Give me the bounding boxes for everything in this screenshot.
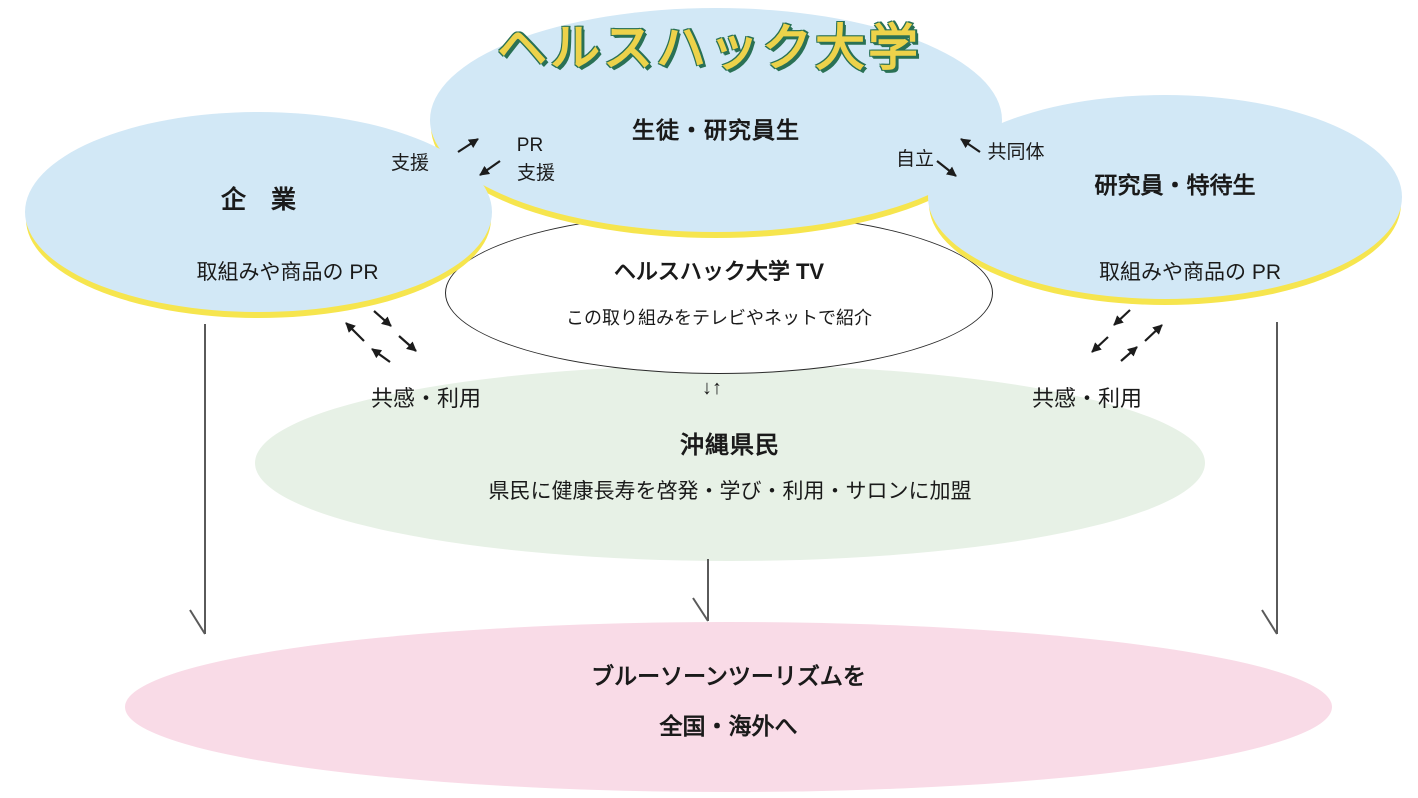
node-researchers: 研究員・特待生 取組みや商品の PR [928, 95, 1402, 299]
arrow-left-cluster-2-icon [345, 322, 365, 342]
label-kyokan-left: 共感・利用 [370, 386, 481, 411]
node-bluezone-line1: ブルーソーンツーリズムを [591, 663, 866, 689]
node-companies-label: 企 業 [220, 186, 296, 214]
arrow-left-cluster-1-icon [373, 310, 392, 327]
node-tv-label: ヘルスハック大学 TV [613, 259, 825, 284]
node-bluezone: ブルーソーンツーリズムを 全国・海外へ [125, 622, 1332, 792]
updown-arrows-icon: ↓↑ [702, 377, 722, 399]
page-title: ヘルスハック大学 [497, 20, 921, 76]
arrow-companies-to-bluezone-icon [189, 324, 206, 635]
label-jiritsu: 自立 [895, 149, 934, 170]
label-shien-outer: 支援 [390, 153, 429, 174]
node-okinawa-sub: 県民に健康長寿を啓発・学び・利用・サロンに加盟 [488, 480, 972, 503]
node-students-label: 生徒・研究員生 [632, 117, 800, 143]
node-students: 生徒・研究員生 [430, 8, 1002, 232]
label-shien-inner: 支援 [516, 163, 555, 184]
arrow-okinawa-to-bluezone-icon [692, 559, 709, 622]
node-tv-sub: この取り組みをテレビやネットで紹介 [566, 308, 872, 328]
arrow-left-cluster-4-icon [371, 348, 391, 363]
arrow-right-cluster-4-icon [1120, 346, 1138, 362]
arrow-right-cluster-3-icon [1091, 336, 1109, 353]
arrow-left-cluster-3-icon [398, 335, 417, 352]
label-kyokan-right: 共感・利用 [1031, 386, 1142, 411]
arrow-right-cluster-2-icon [1144, 324, 1163, 342]
node-bluezone-line2: 全国・海外へ [659, 713, 798, 739]
arrow-researchers-to-bluezone-icon [1261, 322, 1278, 635]
node-companies-sub: 取組みや商品の PR [196, 261, 379, 284]
node-companies: 企 業 取組みや商品の PR [25, 112, 492, 312]
node-researchers-label: 研究員・特待生 [1094, 172, 1256, 198]
label-pr: PR [516, 135, 544, 156]
label-kyodotai: 共同体 [987, 142, 1045, 163]
node-okinawa-label: 沖縄県民 [680, 432, 780, 459]
node-tv: ヘルスハック大学 TV この取り組みをテレビやネットで紹介 [445, 212, 993, 374]
arrow-right-cluster-1-icon [1113, 309, 1131, 326]
node-okinawa: 沖縄県民 県民に健康長寿を啓発・学び・利用・サロンに加盟 [255, 365, 1205, 561]
node-researchers-sub: 取組みや商品の PR [1098, 261, 1281, 284]
